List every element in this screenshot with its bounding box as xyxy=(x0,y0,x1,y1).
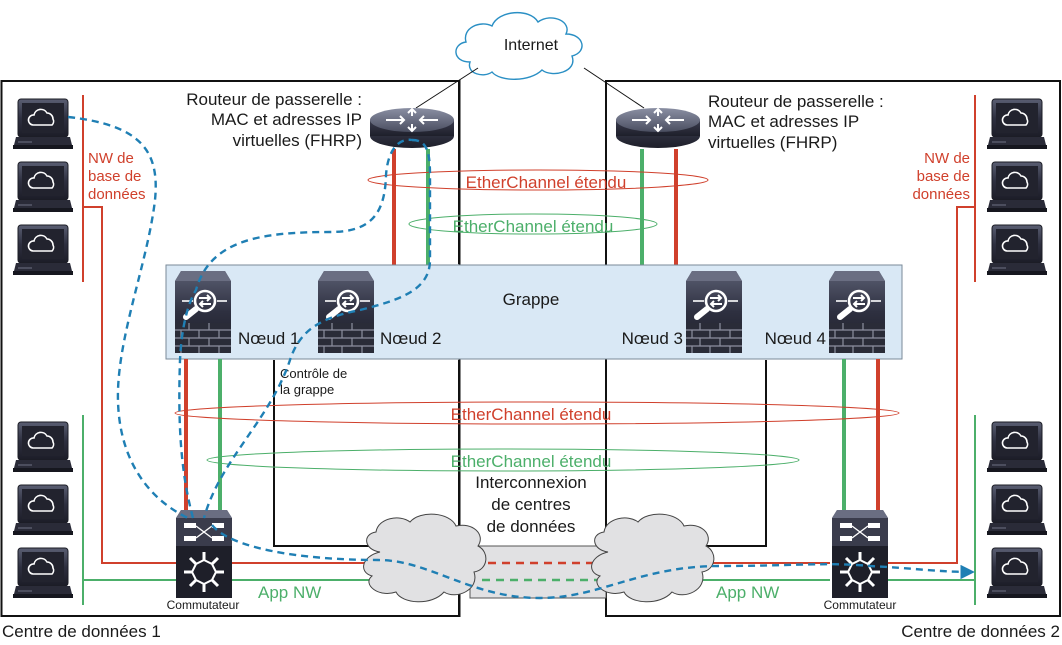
internet-cloud: Internet xyxy=(455,11,583,80)
svg-text:MAC et adresses IP: MAC et adresses IP xyxy=(708,112,859,131)
db-network-right-label: NW de base de données xyxy=(912,150,970,203)
svg-text:NW de: NW de xyxy=(88,150,134,167)
svg-text:base de: base de xyxy=(917,168,970,185)
svg-text:Interconnexion: Interconnexion xyxy=(475,473,587,492)
router-left-label: Routeur de passerelle : MAC et adresses … xyxy=(186,90,362,150)
server-cloud-icon xyxy=(12,421,74,473)
svg-text:virtuelles (FHRP): virtuelles (FHRP) xyxy=(708,133,837,152)
etherchannel-bottom-red-label: EtherChannel étendu xyxy=(451,405,612,424)
svg-text:la grappe: la grappe xyxy=(280,382,334,397)
svg-text:Routeur de passerelle :: Routeur de passerelle : xyxy=(186,90,362,109)
firewall-icon xyxy=(829,271,885,353)
switch-icon xyxy=(830,508,890,600)
internet-link-left xyxy=(415,67,479,109)
etherchannel-bottom-green-ring xyxy=(206,448,800,472)
db-network-right xyxy=(886,95,976,564)
svg-text:MAC et adresses IP: MAC et adresses IP xyxy=(211,110,362,129)
traffic-flow-path xyxy=(67,115,975,600)
router-left-icon xyxy=(369,107,455,149)
svg-text:de données: de données xyxy=(487,517,576,536)
svg-text:virtuelles (FHRP): virtuelles (FHRP) xyxy=(233,131,362,150)
app-network-left xyxy=(82,415,375,605)
server-cloud-icon xyxy=(12,98,74,150)
server-cloud-icon xyxy=(12,547,74,599)
db-network-left xyxy=(82,95,180,564)
data-center-1-label: Centre de données 1 xyxy=(2,622,161,641)
etherchannel-bottom-green-label: EtherChannel étendu xyxy=(451,452,612,471)
cluster-label: Grappe xyxy=(503,290,560,309)
firewall-icon xyxy=(175,271,231,353)
server-cloud-icon xyxy=(12,484,74,536)
internet-link-right xyxy=(583,67,645,109)
cluster-control-label: Contrôle de la grappe xyxy=(280,366,347,397)
svg-text:de centres: de centres xyxy=(491,495,570,514)
server-cloud-icon xyxy=(986,547,1048,599)
etherchannel-top-red-label: EtherChannel étendu xyxy=(466,173,627,192)
svg-text:base de: base de xyxy=(88,168,141,185)
server-cloud-icon xyxy=(12,224,74,276)
etherchannel-top-green-label: EtherChannel étendu xyxy=(453,217,614,236)
app-network-right xyxy=(680,415,976,605)
server-cloud-icon xyxy=(986,421,1048,473)
switch-icon xyxy=(174,508,234,600)
firewall-icon xyxy=(686,271,742,353)
app-nw-left-label: App NW xyxy=(258,583,321,602)
etherchannel-bottom-red-ring xyxy=(174,401,900,425)
switch-left-label: Commutateur xyxy=(167,598,240,612)
svg-text:NW de: NW de xyxy=(924,150,970,167)
cluster-box xyxy=(165,264,903,360)
node-2-label: Nœud 2 xyxy=(380,329,441,348)
db-network-left-label: NW de base de données xyxy=(88,150,146,203)
server-cloud-icon xyxy=(12,161,74,213)
svg-text:Contrôle de: Contrôle de xyxy=(280,366,347,381)
firewall-icon xyxy=(318,271,374,353)
svg-text:données: données xyxy=(88,186,146,203)
data-center-2-label: Centre de données 2 xyxy=(901,622,1060,641)
app-nw-right-label: App NW xyxy=(716,583,779,602)
server-cloud-icon xyxy=(986,224,1048,276)
server-cloud-icon xyxy=(986,484,1048,536)
node-1-label: Nœud 1 xyxy=(238,329,299,348)
etherchannel-top-green-ring xyxy=(408,213,658,235)
etherchannel-top-red-ring xyxy=(367,169,709,191)
router-right-icon xyxy=(615,107,701,149)
switch-right-label: Commutateur xyxy=(824,598,897,612)
node-4-label: Nœud 4 xyxy=(765,329,826,348)
dci-cloud-left xyxy=(363,513,487,603)
dci-tunnel xyxy=(469,545,607,599)
svg-text:données: données xyxy=(912,186,970,203)
server-cloud-icon xyxy=(986,161,1048,213)
router-right-label: Routeur de passerelle : MAC et adresses … xyxy=(708,92,884,152)
dci-cloud-right xyxy=(591,513,715,603)
internet-label: Internet xyxy=(504,37,559,54)
node-3-label: Nœud 3 xyxy=(622,329,683,348)
svg-text:Routeur de passerelle :: Routeur de passerelle : xyxy=(708,92,884,111)
server-cloud-icon xyxy=(986,98,1048,150)
dci-label: Interconnexion de centres de données xyxy=(475,473,587,536)
